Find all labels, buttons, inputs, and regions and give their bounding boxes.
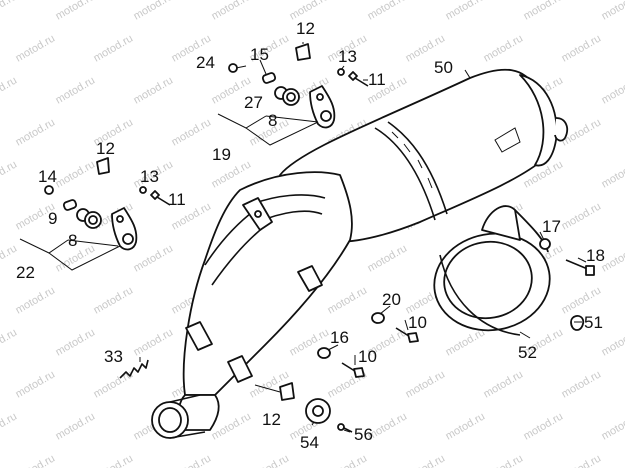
watermark-text: motod.ru bbox=[600, 74, 625, 106]
callout-12-mid: 12 bbox=[96, 139, 115, 158]
watermark-text: motod.ru bbox=[92, 452, 136, 468]
watermark-text: motod.ru bbox=[14, 452, 58, 468]
watermark-text: motod.ru bbox=[0, 158, 19, 190]
watermark-text: motod.ru bbox=[560, 32, 604, 64]
callout-12-bottom: 12 bbox=[262, 410, 281, 429]
watermark-text: motod.ru bbox=[132, 242, 176, 274]
watermark-text: motod.ru bbox=[366, 242, 410, 274]
watermark-text: motod.ru bbox=[600, 158, 625, 190]
watermark-text: motod.ru bbox=[170, 452, 214, 468]
callout-50: 50 bbox=[434, 58, 453, 77]
clamp-ring bbox=[433, 205, 551, 336]
watermark-text: motod.ru bbox=[14, 32, 58, 64]
callout-52: 52 bbox=[518, 343, 537, 362]
watermark-text: motod.ru bbox=[560, 368, 604, 400]
silencer-body bbox=[151, 68, 569, 439]
watermark-text: motod.ru bbox=[326, 452, 370, 468]
watermark-text: motod.ru bbox=[482, 32, 526, 64]
watermark-text: motod.ru bbox=[366, 0, 410, 23]
watermark-text: motod.ru bbox=[0, 74, 19, 106]
watermark-text: motod.ru bbox=[560, 200, 604, 232]
watermark-text: motod.ru bbox=[54, 74, 98, 106]
watermark-text: motod.ru bbox=[132, 74, 176, 106]
callout-56: 56 bbox=[354, 425, 373, 444]
watermark-text: motod.ru bbox=[444, 0, 488, 23]
watermark-text: motod.ru bbox=[404, 368, 448, 400]
callout-16: 16 bbox=[330, 328, 349, 347]
callout-19: 19 bbox=[212, 145, 231, 164]
watermark-text: motod.ru bbox=[210, 0, 254, 23]
watermark-text: motod.ru bbox=[92, 368, 136, 400]
upper-hanger-group bbox=[217, 43, 369, 146]
callout-14: 14 bbox=[38, 167, 57, 186]
watermark-text: motod.ru bbox=[600, 0, 625, 23]
callout-54: 54 bbox=[300, 433, 319, 452]
callout-18: 18 bbox=[586, 246, 605, 265]
watermark-text: motod.ru bbox=[326, 284, 370, 316]
watermark-text: motod.ru bbox=[444, 326, 488, 358]
watermark-text: motod.ru bbox=[560, 284, 604, 316]
callout-51: 51 bbox=[584, 313, 603, 332]
watermark-text: motod.ru bbox=[482, 368, 526, 400]
callout-10-lower: 10 bbox=[358, 347, 377, 366]
callout-8-mid: 8 bbox=[68, 231, 77, 250]
watermark-text: motod.ru bbox=[132, 326, 176, 358]
callout-13-top: 13 bbox=[338, 47, 357, 66]
callout-13-mid: 13 bbox=[140, 167, 159, 186]
watermark-text: motod.ru bbox=[170, 116, 214, 148]
watermark-text: motod.ru bbox=[522, 0, 566, 23]
watermark-text: motod.ru bbox=[14, 368, 58, 400]
callout-12-top: 12 bbox=[296, 19, 315, 38]
watermark-text: motod.ru bbox=[92, 32, 136, 64]
callout-20: 20 bbox=[382, 290, 401, 309]
callout-15: 15 bbox=[250, 45, 269, 64]
callout-33: 33 bbox=[104, 347, 123, 366]
small-hardware bbox=[119, 238, 595, 433]
watermark-text: motod.ru bbox=[482, 452, 526, 468]
watermark-text: motod.ru bbox=[444, 410, 488, 442]
callout-11-top: 11 bbox=[368, 70, 386, 89]
callout-8-top: 8 bbox=[268, 111, 277, 130]
watermark-text: motod.ru bbox=[14, 284, 58, 316]
watermark-text: motod.ru bbox=[92, 284, 136, 316]
watermark-text: motod.ru bbox=[132, 0, 176, 23]
watermark-text: motod.ru bbox=[54, 326, 98, 358]
callout-11-mid: 11 bbox=[168, 190, 186, 209]
callout-9: 9 bbox=[48, 209, 57, 228]
callout-17: 17 bbox=[542, 217, 561, 236]
watermark-text: motod.ru bbox=[0, 410, 19, 442]
watermark-text: motod.ru bbox=[600, 410, 625, 442]
watermark-text: motod.ru bbox=[54, 158, 98, 190]
callout-22: 22 bbox=[16, 263, 35, 282]
watermark-text: motod.ru bbox=[560, 452, 604, 468]
lower-hanger-group bbox=[19, 157, 171, 271]
watermark-text: motod.ru bbox=[0, 0, 19, 23]
watermark-text: motod.ru bbox=[54, 410, 98, 442]
callout-10-upper: 10 bbox=[408, 313, 427, 332]
callout-27: 27 bbox=[244, 93, 263, 112]
callout-24: 24 bbox=[196, 53, 215, 72]
watermark-text: motod.ru bbox=[522, 410, 566, 442]
watermark-text: motod.ru bbox=[14, 116, 58, 148]
watermark-text: motod.ru bbox=[54, 0, 98, 23]
watermark-text: motod.ru bbox=[248, 452, 292, 468]
watermark-text: motod.ru bbox=[0, 326, 19, 358]
callout-labels: 12 24 15 13 11 50 27 8 19 12 14 13 11 9 … bbox=[16, 19, 605, 452]
watermark-text: motod.ru bbox=[404, 452, 448, 468]
leader-lines bbox=[139, 42, 587, 433]
watermark-text: motod.ru bbox=[600, 326, 625, 358]
